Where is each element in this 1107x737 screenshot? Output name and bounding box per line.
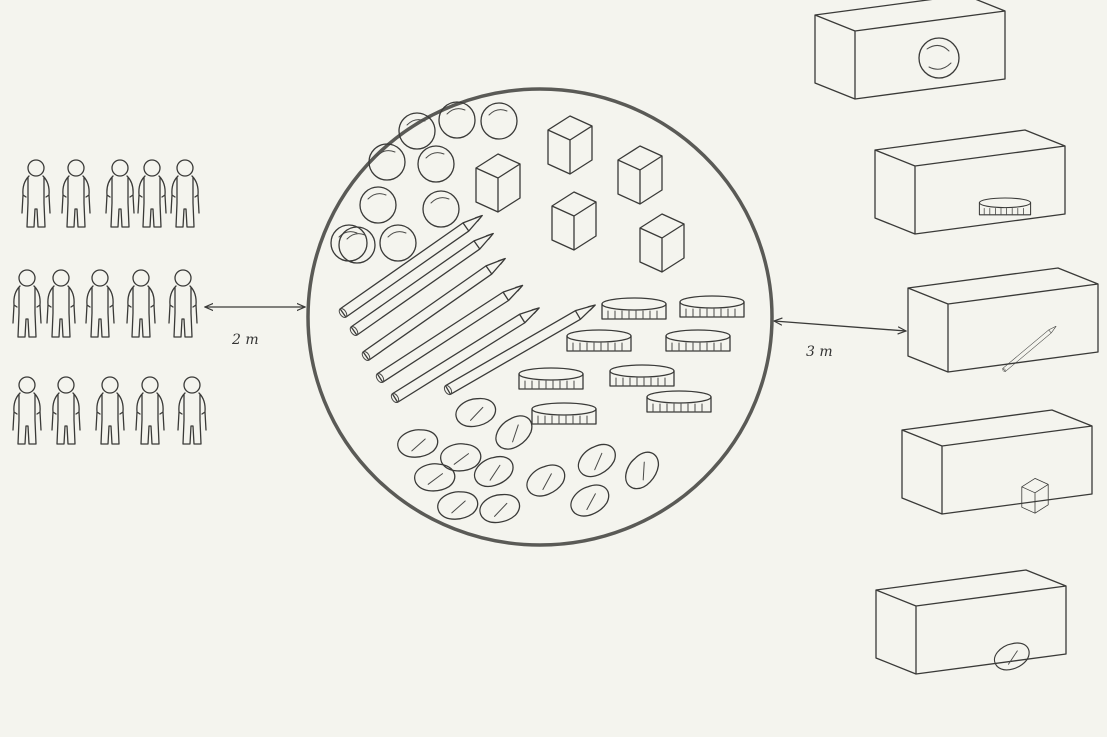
bean — [452, 393, 499, 432]
bean — [573, 437, 621, 484]
bottle-cap — [666, 330, 730, 351]
child-figure — [62, 160, 90, 227]
beans-group — [395, 393, 664, 528]
bean — [476, 489, 523, 528]
distance-label-3m: 3 m — [806, 344, 833, 360]
box-symbol-pencil — [1002, 325, 1058, 373]
ball — [380, 225, 416, 261]
boxes-group — [815, 0, 1098, 676]
cube — [640, 214, 684, 272]
cube — [552, 192, 596, 250]
box-ball — [815, 0, 1005, 99]
bean — [470, 449, 518, 493]
ball — [418, 146, 454, 182]
bean — [435, 487, 481, 524]
box-bottle-cap — [875, 130, 1065, 234]
pencil — [361, 254, 508, 361]
pencils-group — [338, 211, 598, 403]
child-figure — [136, 377, 164, 444]
children-group — [13, 160, 206, 444]
box-symbol-bottle-cap — [979, 198, 1030, 215]
box-cube — [902, 410, 1092, 514]
child-figure — [178, 377, 206, 444]
child-figure — [52, 377, 80, 444]
bean — [413, 460, 457, 494]
cube — [618, 146, 662, 204]
child-figure — [106, 160, 134, 227]
child-figure — [13, 270, 41, 337]
box-symbol-ball — [919, 38, 959, 78]
bottle-cap — [680, 296, 744, 317]
distance-arrow-3m: 3 m — [774, 321, 906, 360]
box-bean — [876, 570, 1066, 676]
bottle-caps-group — [519, 296, 744, 424]
bottle-cap — [602, 298, 666, 319]
child-figure — [96, 377, 124, 444]
pencil — [349, 229, 496, 336]
bottle-cap — [610, 365, 674, 386]
child-figure — [22, 160, 50, 227]
ball — [481, 103, 517, 139]
cube — [476, 154, 520, 212]
bottle-cap — [567, 330, 631, 351]
box-symbol-bean — [990, 637, 1034, 676]
ball — [360, 187, 396, 223]
cube — [548, 116, 592, 174]
bottle-cap — [519, 368, 583, 389]
child-figure — [138, 160, 166, 227]
cubes-group — [476, 109, 684, 272]
box-symbol-cube — [1022, 478, 1048, 513]
child-figure — [169, 270, 197, 337]
bottle-cap — [647, 391, 711, 412]
pencil — [375, 281, 526, 384]
ball — [339, 227, 375, 263]
child-figure — [171, 160, 199, 227]
bean — [620, 446, 664, 494]
distance-arrow-2m: 2 m — [205, 307, 305, 348]
bean — [566, 478, 614, 523]
box-pencil — [908, 268, 1098, 372]
ball — [331, 225, 367, 261]
child-figure — [47, 270, 75, 337]
ball — [369, 144, 405, 180]
bean — [490, 409, 538, 457]
ball — [423, 191, 459, 227]
bean — [395, 425, 441, 462]
distance-label-2m: 2 m — [231, 332, 259, 348]
bottle-cap — [532, 403, 596, 424]
cube — [576, 109, 620, 167]
child-figure — [86, 270, 114, 337]
ball — [439, 102, 475, 138]
child-figure — [13, 377, 41, 444]
child-figure — [127, 270, 155, 337]
bean — [522, 458, 570, 503]
